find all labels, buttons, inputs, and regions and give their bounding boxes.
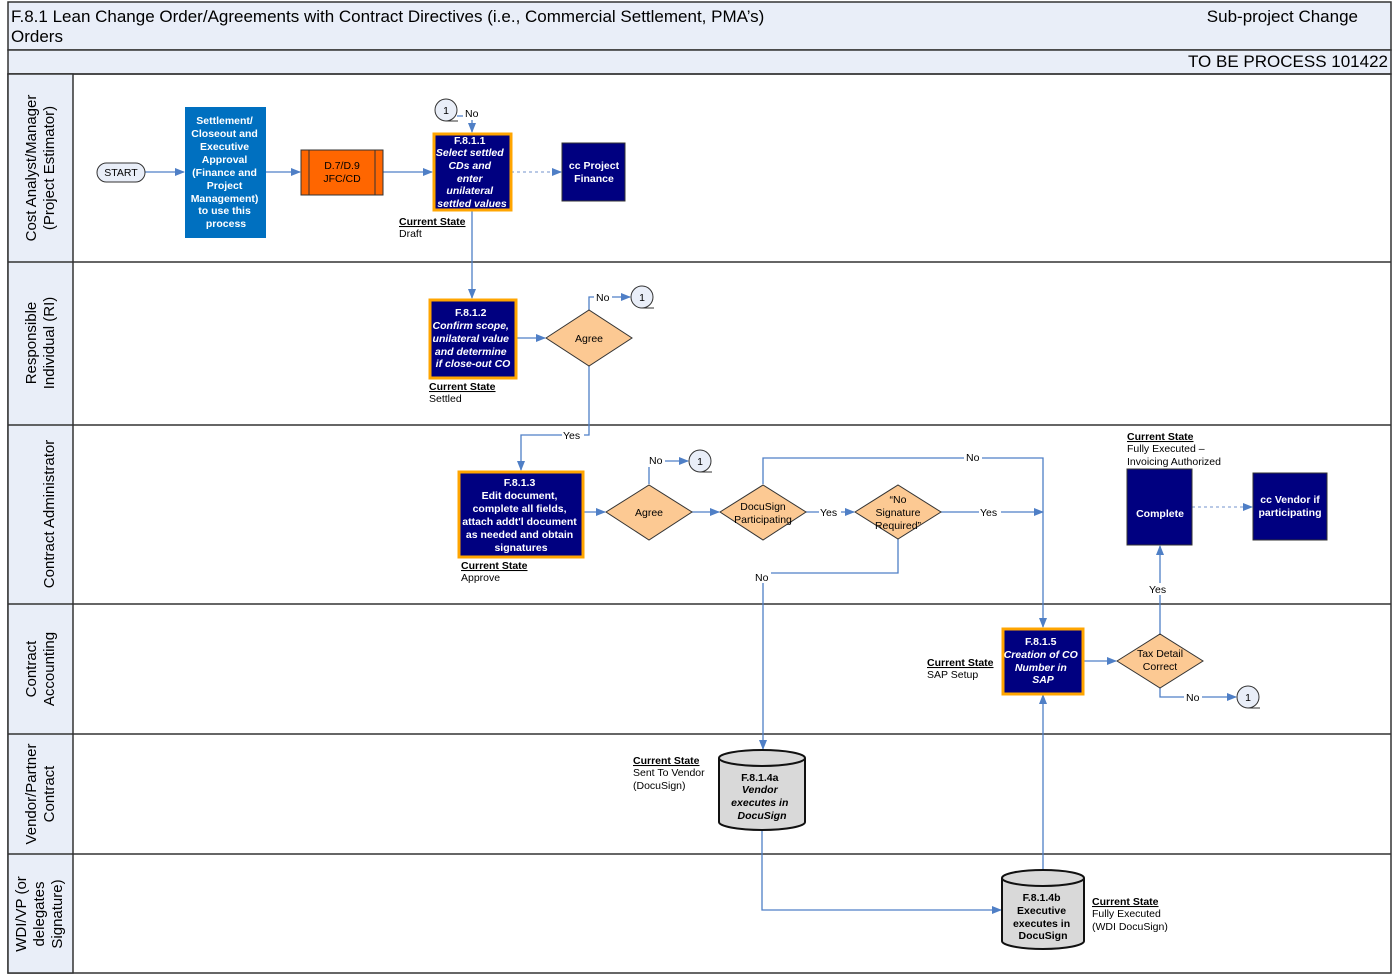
svg-text:Invoicing Authorized: Invoicing Authorized xyxy=(1127,456,1221,468)
svg-text:Current State: Current State xyxy=(633,755,700,767)
current-state-draft: Current State Draft xyxy=(399,216,466,240)
svg-text:F.8.1.4b Executive: F.8.1.4b Executive executes in DocuSign xyxy=(1013,892,1073,942)
connector-1[interactable]: 1 xyxy=(630,285,654,309)
lane-label-cost-analyst: Cost Analyst/Manager(Project Estimator) xyxy=(23,95,58,242)
connectors: 1 1 1 1 xyxy=(434,98,1260,709)
svg-text:F.8.1.1 Select settled: F.8.1.1 Select settled CDs and enter uni… xyxy=(436,131,508,210)
edges xyxy=(145,115,1253,914)
process-f812[interactable]: F.8.1.2 Confirm scope, unilateral value … xyxy=(428,298,518,380)
svg-text:1: 1 xyxy=(697,456,703,468)
edge-label-yes: Yes xyxy=(1149,584,1166,596)
svg-text:F.8.1.2 Confirm scope,: F.8.1.2 Confirm scope, unilateral value … xyxy=(433,303,514,370)
current-state-vendor: Current State Sent To Vendor (DocuSign) xyxy=(633,755,705,792)
start-node[interactable]: START xyxy=(96,162,146,183)
decision-agree-1[interactable]: Agree xyxy=(545,309,633,367)
svg-text:(WDI DocuSign): (WDI DocuSign) xyxy=(1092,921,1168,933)
lane-label-wdi-vp: WDI/VP (ordelegatesSignature) xyxy=(13,876,66,952)
svg-text:Agree: Agree xyxy=(575,333,603,345)
edge-labels: No No Yes No No Yes Yes No Yes No xyxy=(463,108,1202,704)
svg-text:Fully Executed –: Fully Executed – xyxy=(1127,443,1205,455)
svg-text:Fully Executed: Fully Executed xyxy=(1092,908,1161,920)
edge-label-no: No xyxy=(1186,692,1200,704)
svg-text:1: 1 xyxy=(443,105,449,117)
svg-text:Approve: Approve xyxy=(461,572,500,584)
lane-label-responsible-individual: ResponsibleIndividual (RI) xyxy=(23,297,58,390)
edge-label-no: No xyxy=(465,108,479,120)
svg-text:1: 1 xyxy=(639,292,645,304)
svg-text:Settled: Settled xyxy=(429,393,462,405)
datastore-f814a[interactable]: F.8.1.4a Vendor executes in DocuSign xyxy=(718,749,806,831)
svg-text:Settlement/ Closeout and: Settlement/ Closeout and Executive Appro… xyxy=(191,115,262,230)
edge-label-yes: Yes xyxy=(980,507,997,519)
page-title: F.8.1 Lean Change Order/Agreements with … xyxy=(11,7,764,26)
connector-1[interactable]: 1 xyxy=(688,449,712,473)
complete-box[interactable]: Complete xyxy=(1126,468,1193,546)
subtitle: Sub-project Change xyxy=(1207,7,1358,26)
svg-text:Agree: Agree xyxy=(635,507,663,519)
svg-text:Current State: Current State xyxy=(927,657,994,669)
lane-label-contract-accounting: ContractAccounting xyxy=(23,632,58,706)
current-state-approve: Current State Approve xyxy=(461,560,528,584)
svg-text:Current State: Current State xyxy=(1092,896,1159,908)
connector-1[interactable]: 1 xyxy=(434,98,458,122)
page-title-cont: Orders xyxy=(11,27,63,46)
process-f815[interactable]: F.8.1.5 Creation of CO Number in SAP xyxy=(1001,627,1085,696)
svg-text:F.8.1.5 Creation of CO: F.8.1.5 Creation of CO Number in SAP xyxy=(1004,632,1083,686)
edge-label-no: No xyxy=(755,572,769,584)
svg-text:SAP Setup: SAP Setup xyxy=(927,669,978,681)
connector-1[interactable]: 1 xyxy=(1236,685,1260,709)
header: F.8.1 Lean Change Order/Agreements with … xyxy=(7,1,1392,75)
svg-text:Current State: Current State xyxy=(399,216,466,228)
edge-label-no: No xyxy=(966,452,980,464)
svg-text:Current State: Current State xyxy=(461,560,528,572)
svg-text:Current State: Current State xyxy=(429,381,496,393)
svg-text:Current State: Current State xyxy=(1127,431,1194,443)
lane-label-vendor-partner: Vendor/PartnerContract xyxy=(23,744,58,845)
datastore-f814b[interactable]: F.8.1.4b Executive executes in DocuSign xyxy=(1001,869,1085,950)
edge-label-yes: Yes xyxy=(820,507,837,519)
svg-text:F.8.1.3 Edit document,: F.8.1.3 Edit document, complete all fiel… xyxy=(462,477,579,554)
current-state-sap: Current State SAP Setup xyxy=(927,657,994,681)
svg-text:Sent To Vendor: Sent To Vendor xyxy=(633,767,705,779)
current-state-settled: Current State Settled xyxy=(429,381,496,405)
process-f813[interactable]: F.8.1.3 Edit document, complete all fiel… xyxy=(457,470,585,559)
edge-label-no: No xyxy=(649,455,663,467)
svg-text:Draft: Draft xyxy=(399,228,422,240)
edge-label-yes: Yes xyxy=(563,430,580,442)
lane-label-contract-administrator: Contract Administrator xyxy=(41,440,58,588)
svg-text:Complete: Complete xyxy=(1136,508,1184,520)
current-state-complete: Current State Fully Executed – Invoicing… xyxy=(1127,431,1221,468)
svg-text:START: START xyxy=(104,167,138,179)
current-state-exec: Current State Fully Executed (WDI DocuSi… xyxy=(1092,896,1168,933)
svg-text:F.8.1.4a Vendor ex: F.8.1.4a Vendor executes in DocuSign xyxy=(731,768,793,822)
edge-label-no: No xyxy=(596,292,610,304)
lanes: Cost Analyst/Manager(Project Estimator) … xyxy=(7,73,1392,974)
process-label: TO BE PROCESS 101422 xyxy=(1188,52,1388,71)
svg-text:(DocuSign): (DocuSign) xyxy=(633,780,686,792)
settlement-approval-box[interactable]: Settlement/ Closeout and Executive Appro… xyxy=(185,107,266,238)
decision-agree-2[interactable]: Agree xyxy=(605,484,693,541)
process-f811[interactable]: F.8.1.1 Select settled CDs and enter uni… xyxy=(432,131,513,212)
svg-text:1: 1 xyxy=(1245,692,1251,704)
